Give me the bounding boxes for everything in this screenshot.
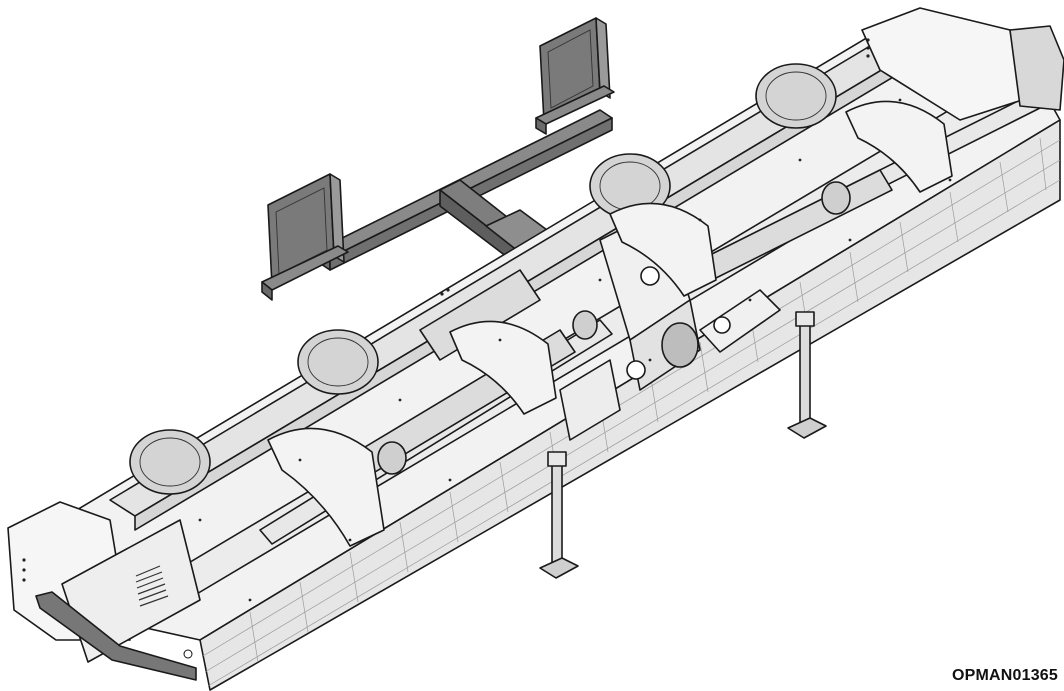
cover-vents	[135, 565, 169, 607]
bracket-left	[267, 427, 385, 547]
tire-4	[755, 63, 837, 129]
tire-3	[589, 153, 671, 219]
bracket-center-right	[609, 202, 717, 297]
rear-tires	[129, 63, 837, 495]
bracket-center-left	[449, 320, 557, 415]
support-stands	[539, 311, 827, 579]
right-gearbox	[1009, 25, 1064, 111]
stand-rear	[787, 311, 827, 439]
roller-brackets	[267, 100, 953, 547]
right-end-assembly	[861, 7, 1064, 121]
stand-front	[539, 451, 579, 579]
skirt-grid	[202, 137, 1061, 687]
bracket-right	[845, 100, 953, 193]
left-end-assembly	[7, 501, 201, 681]
skid-shoe	[35, 591, 197, 681]
tire-2	[297, 329, 379, 395]
figure-reference-code: OPMAN01365	[951, 667, 1058, 684]
deck-front-skirt	[199, 119, 1061, 691]
tire-1	[129, 429, 211, 495]
bolt-details	[22, 38, 952, 602]
